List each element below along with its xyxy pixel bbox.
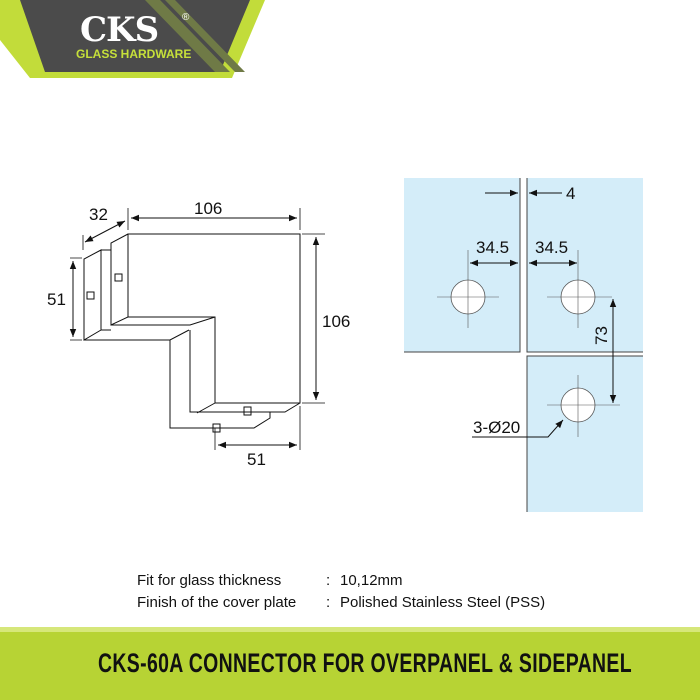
dim-vertical: 73 (592, 326, 611, 345)
logo-graphic (0, 0, 265, 78)
dim-gap: 4 (566, 184, 575, 203)
title-banner: CKS-60A CONNECTOR FOR OVERPANEL & SIDEPA… (0, 627, 700, 700)
dim-offset-right: 34.5 (535, 238, 568, 257)
dim-offset-left: 34.5 (476, 238, 509, 257)
registered-mark: ® (182, 12, 190, 23)
logo-tagline: GLASS HARDWARE (76, 47, 192, 61)
spec-label: Finish of the cover plate (137, 594, 297, 611)
glass-layout-drawing (404, 178, 643, 512)
dim-bottom-width: 51 (247, 450, 266, 469)
spec-label: Fit for glass thickness (137, 572, 282, 589)
glass-panel-left (404, 178, 520, 352)
glass-panel-right (527, 178, 643, 352)
dim-depth: 32 (89, 205, 108, 224)
product-title: CKS-60A CONNECTOR FOR OVERPANEL & SIDEPA… (97, 648, 632, 678)
dim-width: 106 (194, 199, 222, 218)
connector-drawing (69, 208, 325, 450)
dim-side-height: 51 (47, 290, 66, 309)
glass-panel-top (527, 356, 643, 512)
spec-value: 10,12mm (340, 572, 403, 589)
dim-height: 106 (322, 312, 350, 331)
spec-sep: : (326, 572, 331, 589)
spec-value: Polished Stainless Steel (PSS) (340, 594, 546, 611)
spec-sep: : (326, 594, 331, 611)
dim-holes: 3-Ø20 (473, 418, 520, 437)
logo-brand: CKS (80, 10, 159, 50)
